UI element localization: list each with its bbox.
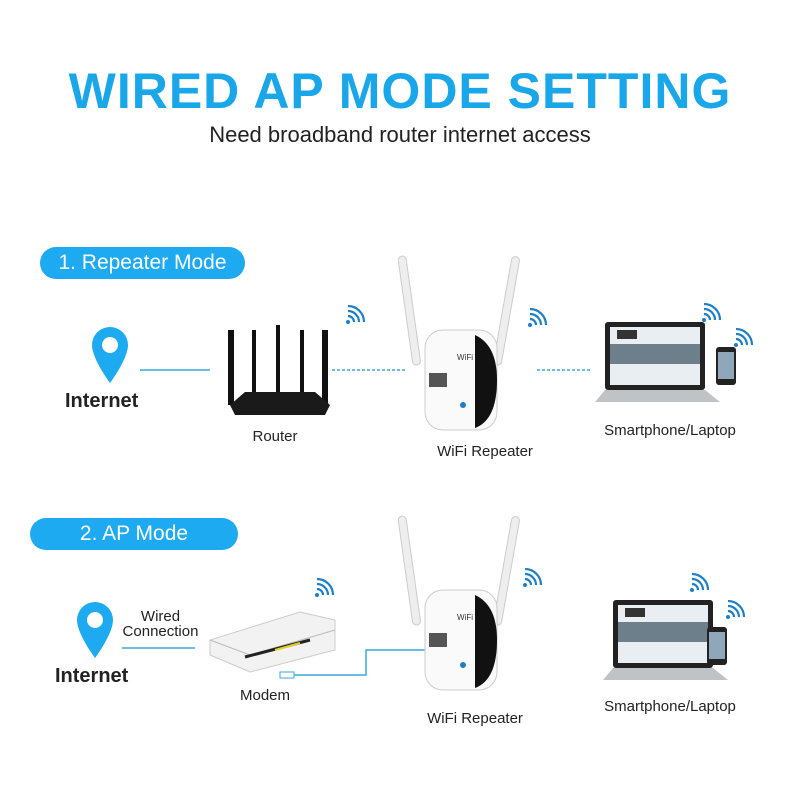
smartphone-image	[707, 627, 727, 665]
wifi-signal-icon	[521, 567, 543, 589]
wired-text: Wired	[140, 608, 181, 625]
wifi-repeater-image	[397, 515, 521, 691]
wifi-signal-icon	[344, 304, 366, 326]
laptop-image	[595, 322, 720, 402]
wifi-signal-icon	[724, 599, 746, 621]
wifi-signal-icon	[313, 577, 335, 599]
router-label: Router	[252, 428, 298, 445]
repeater-label: WiFi Repeater	[437, 443, 533, 460]
wifi-signal-icon	[688, 572, 710, 594]
page-title: WIRED AP MODE SETTING	[68, 63, 732, 119]
modem-image	[209, 611, 336, 673]
modem-label: Modem	[239, 687, 291, 704]
repeater-label: WiFi Repeater	[427, 710, 523, 727]
smartphone-image	[716, 347, 736, 385]
wifi-signal-icon	[732, 327, 754, 349]
ap-mode-badge: 2. AP Mode	[30, 518, 238, 550]
location-pin-icon	[92, 327, 128, 383]
wifi-repeater-image	[397, 255, 521, 431]
repeater-mode-badge: 1. Repeater Mode	[40, 247, 245, 279]
internet-label: Internet	[55, 665, 129, 687]
ethernet-cable	[294, 649, 440, 676]
clients-label: Smartphone/Laptop	[604, 422, 736, 439]
router-image	[228, 325, 330, 415]
page-subtitle: Need broadband router internet access	[209, 122, 591, 147]
location-pin-icon	[77, 602, 113, 658]
wifi-signal-icon	[526, 307, 548, 329]
internet-label: Internet	[65, 390, 139, 412]
wifi-signal-icon	[700, 302, 722, 324]
clients-label: Smartphone/Laptop	[604, 698, 736, 715]
connection-text: Connection	[122, 623, 199, 640]
ethernet-port	[279, 671, 295, 679]
